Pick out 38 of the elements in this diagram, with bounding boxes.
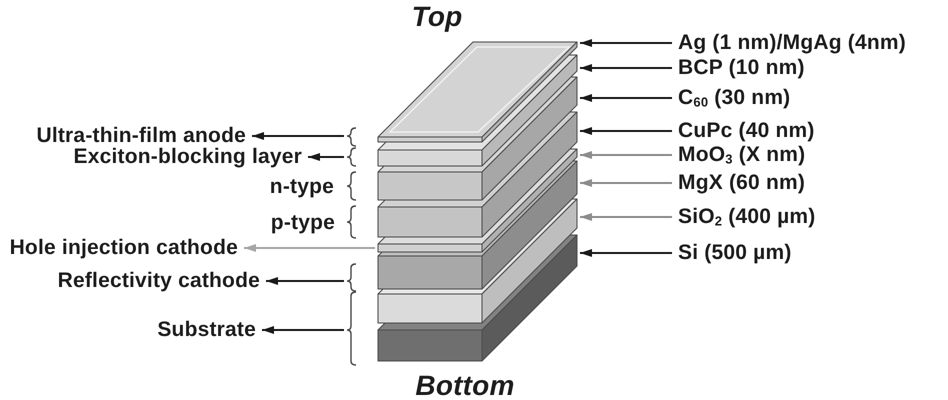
leader-arrow [262,326,344,334]
layer-label: CuPc (40 nm) [678,120,815,142]
orientation-label: Bottom [415,371,515,400]
layer-label: BCP (10 nm) [678,57,805,79]
layer-label: MoO$_{3}$ (X nm) [678,144,806,166]
curly-brace [346,147,357,167]
leader-arrow [580,151,672,159]
layer-type-label: n-type [270,176,334,198]
curly-brace [346,127,357,147]
orientation-label: Top [412,2,462,32]
curly-brace [346,205,357,239]
function-label: Reflectivity cathode [58,270,260,292]
layer-type-label: p-type [270,212,335,234]
leader-arrow [308,153,344,161]
layer-label: Si (500 µm) [678,242,792,264]
leader-arrow [580,213,672,221]
layer-slab [377,234,578,362]
layer-label: C$_{60}$ (30 nm) [678,87,790,109]
leader-arrow [244,244,375,252]
leader-arrow [580,249,672,257]
function-label: Hole injection cathode [10,237,238,259]
leader-arrow [580,64,672,72]
leader-arrow [580,179,672,187]
leader-arrow [266,277,344,285]
layer-label: MgX (60 nm) [678,172,806,194]
curly-brace [346,171,357,201]
leader-arrow [252,132,344,140]
function-label: Substrate [157,319,256,341]
layer-slab [377,41,578,143]
leader-arrow [580,127,672,135]
function-label: Exciton-blocking layer [74,146,302,168]
layer-label: Ag (1 nm)/MgAg (4nm) [678,32,906,54]
function-label: Ultra-thin-film anode [36,125,246,147]
layer-label: SiO$_{2}$ (400 µm) [678,206,816,228]
leader-arrow [580,94,672,102]
leader-arrow [580,39,672,47]
curly-brace [346,263,357,292]
curly-brace [346,291,357,366]
